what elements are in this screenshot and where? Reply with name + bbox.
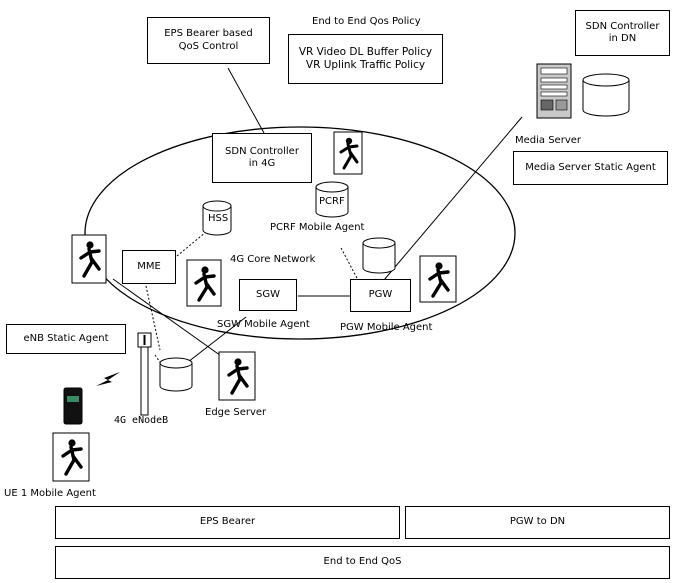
edge-server-database-icon [159, 357, 193, 392]
ue-phone-icon [63, 387, 83, 425]
sgw-box: SGW [239, 279, 297, 311]
media-server-storage-icon [582, 73, 630, 117]
ue-mobile-agent-label: UE 1 Mobile Agent [4, 488, 96, 499]
connector-sgw-to-edge [187, 316, 247, 363]
core-network-ellipse [84, 126, 516, 340]
pcrf-mobile-agent-label: PCRF Mobile Agent [270, 222, 365, 233]
enb-static-agent-box: eNB Static Agent [6, 324, 126, 354]
mme-box: MME [122, 250, 176, 284]
pgw-box: PGW [350, 279, 411, 312]
connector-mme-to-sgw [112, 278, 239, 369]
pcrf-database-icon [315, 181, 349, 218]
media-server-label: Media Server [515, 135, 582, 146]
connector-mme-to-hss [176, 231, 207, 257]
connector-pcrf-to-pgw [340, 247, 358, 279]
e2e-qos-policy-label: End to End Qos Policy [312, 16, 421, 27]
hss-database-icon [202, 200, 232, 236]
pgw-cache-database-icon [362, 237, 396, 274]
mobile-agent-icon [186, 259, 222, 307]
enodeb-antenna-icon [137, 332, 152, 416]
sdn-controller-4g-box: SDN Controller in 4G [212, 133, 312, 183]
pgw-mobile-agent-label: PGW Mobile Agent [340, 322, 433, 333]
mobile-agent-icon [333, 131, 363, 175]
mobile-agent-icon [71, 234, 107, 284]
connector-mme-to-enodeb [145, 285, 161, 351]
eps-bearer-bar: EPS Bearer [55, 506, 400, 539]
enodeb-label: 4G eNodeB [114, 415, 169, 426]
mobile-agent-icon [419, 255, 457, 303]
sgw-mobile-agent-label: SGW Mobile Agent [217, 319, 310, 330]
hss-label: HSS [208, 213, 229, 224]
vr-policy-box: VR Video DL Buffer Policy VR Uplink Traf… [288, 34, 443, 84]
media-server-static-agent-box: Media Server Static Agent [513, 151, 668, 185]
sdn-controller-dn-box: SDN Controller in DN [575, 10, 670, 56]
connector-mediaserver-to-pgw [383, 116, 523, 281]
wireless-signal-icon [96, 372, 120, 386]
mobile-agent-icon [218, 351, 256, 401]
mobile-agent-icon [52, 432, 90, 482]
edge-server-label: Edge Server [205, 407, 267, 418]
pgw-to-dn-bar: PGW to DN [405, 506, 670, 539]
end-to-end-qos-bar: End to End QoS [55, 546, 670, 579]
core-network-label: 4G Core Network [230, 254, 316, 265]
media-server-icon [536, 63, 572, 119]
connector-qos-to-sdn4g [227, 67, 265, 134]
pcrf-label: PCRF [319, 196, 345, 207]
eps-bearer-qos-control-box: EPS Bearer based QoS Control [147, 17, 270, 64]
